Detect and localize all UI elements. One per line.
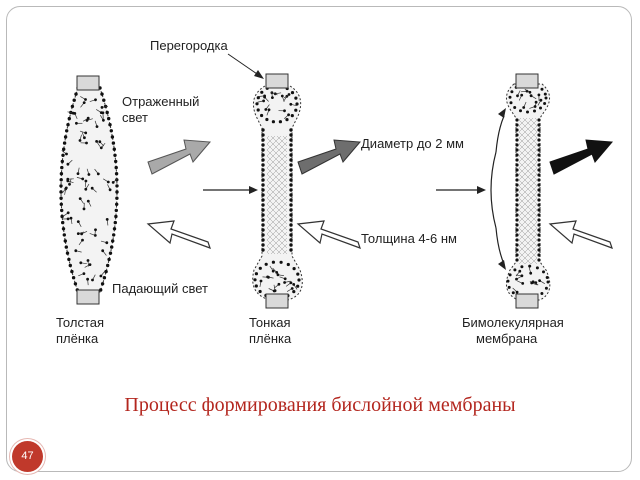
thickness-label: Толщина 4-6 нм <box>361 231 457 246</box>
thin-film-lipids <box>253 84 301 300</box>
thick-film-label-line1: Толстая <box>56 315 104 330</box>
bilayer-label-line1: Бимолекулярная <box>462 315 564 330</box>
thick-film <box>59 75 119 305</box>
partition-block-top <box>76 75 100 91</box>
reflected-light-label-line1: Отраженный <box>122 94 199 109</box>
bilayer-lipids <box>506 82 550 300</box>
slide-caption: Процесс формирования бислойной мембраны <box>124 394 516 416</box>
incident-light-arrow-1 <box>146 220 211 249</box>
partition-pointer <box>227 53 264 79</box>
thin-film <box>252 73 303 309</box>
partition-block-bottom <box>265 293 289 309</box>
diameter-bracket-arrows <box>490 108 506 270</box>
process-arrow-1 <box>203 186 258 194</box>
bilayer-mesh <box>519 118 537 264</box>
reflected-light-arrow-light <box>147 139 212 175</box>
incident-light-label: Падающий свет <box>112 281 208 296</box>
slide-frame <box>6 6 632 472</box>
page-number-badge: 47 <box>12 441 43 472</box>
reflected-light-label-line2: свет <box>122 110 148 125</box>
bilayer-label-line2: мембрана <box>476 331 538 346</box>
incident-light-arrow-3 <box>548 220 613 249</box>
incident-light-arrow-2 <box>296 220 361 249</box>
thin-film-label-line1: Тонкая <box>249 315 291 330</box>
partition-label: Перегородка <box>150 38 228 53</box>
reflected-light-arrow-medium <box>297 139 362 175</box>
bilayer-membrane <box>505 73 551 309</box>
thick-film-label-line2: плёнка <box>56 331 99 346</box>
reflected-light-arrow-dark <box>549 139 614 175</box>
partition-block-bottom <box>76 289 100 305</box>
thin-film-mesh <box>267 136 287 254</box>
thin-film-label-line2: плёнка <box>249 331 292 346</box>
diameter-label: Диаметр до 2 мм <box>361 136 464 151</box>
partition-block-top <box>515 73 539 89</box>
process-arrow-2 <box>436 186 486 194</box>
thick-film-lipids <box>59 86 119 292</box>
partition-block-top <box>265 73 289 89</box>
partition-block-bottom <box>515 293 539 309</box>
